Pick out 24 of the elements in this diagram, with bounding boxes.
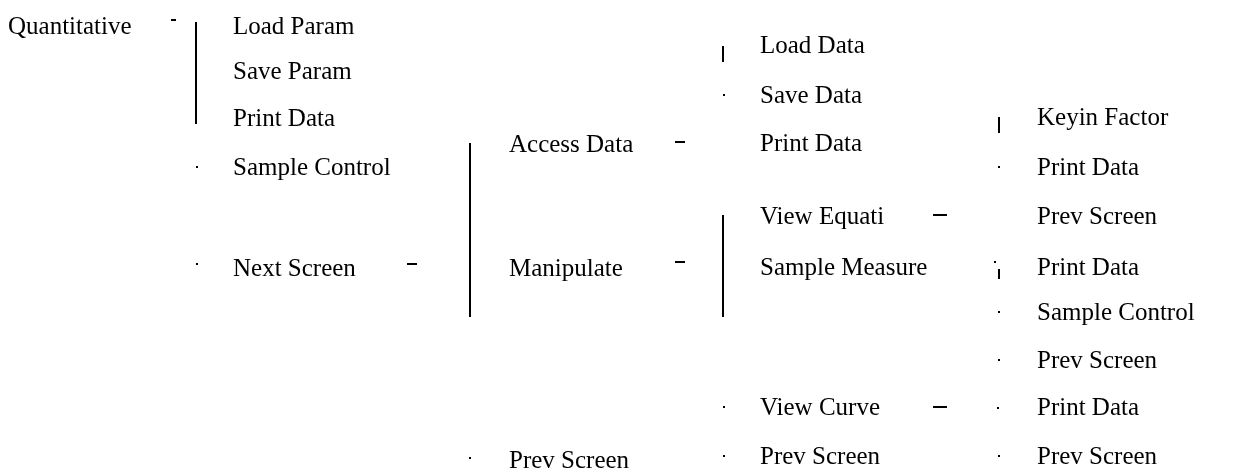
menu-item-label: Sample Measure [760, 252, 928, 282]
menu-item-label: Prev Screen [1037, 441, 1158, 468]
menu-item-label: Next Screen [233, 253, 356, 283]
menu-item-label: Print Data [1037, 152, 1140, 182]
menu-item-label: Load Param [233, 11, 355, 41]
menu-item-label: Prev Screen [1037, 345, 1158, 375]
menu-item-label: Prev Screen [509, 445, 630, 468]
menu-item-label: Keyin Factor [1037, 102, 1169, 132]
menu-item-label: Quantitative [8, 11, 132, 41]
menu-item-label: Sample Control [233, 152, 391, 182]
menu-item-label: Print Data [760, 128, 863, 158]
menu-item-label: Prev Screen [760, 441, 881, 468]
menu-item-label: Print Data [1037, 392, 1140, 422]
menu-item-label: Print Data [233, 103, 336, 133]
menu-item-label: Save Param [233, 56, 352, 86]
menu-item-label: Print Data [1037, 252, 1140, 282]
menu-item-label: View Equati [760, 201, 885, 231]
menu-item-label: Sample Control [1037, 297, 1195, 327]
menu-item-label: Access Data [509, 129, 634, 159]
menu-item-label: Prev Screen [1037, 201, 1158, 231]
menu-item-label: View Curve [760, 392, 880, 422]
menu-item-label: Load Data [760, 30, 865, 60]
menu-item-label: Manipulate [509, 253, 623, 283]
menu-item-label: Save Data [760, 80, 863, 110]
